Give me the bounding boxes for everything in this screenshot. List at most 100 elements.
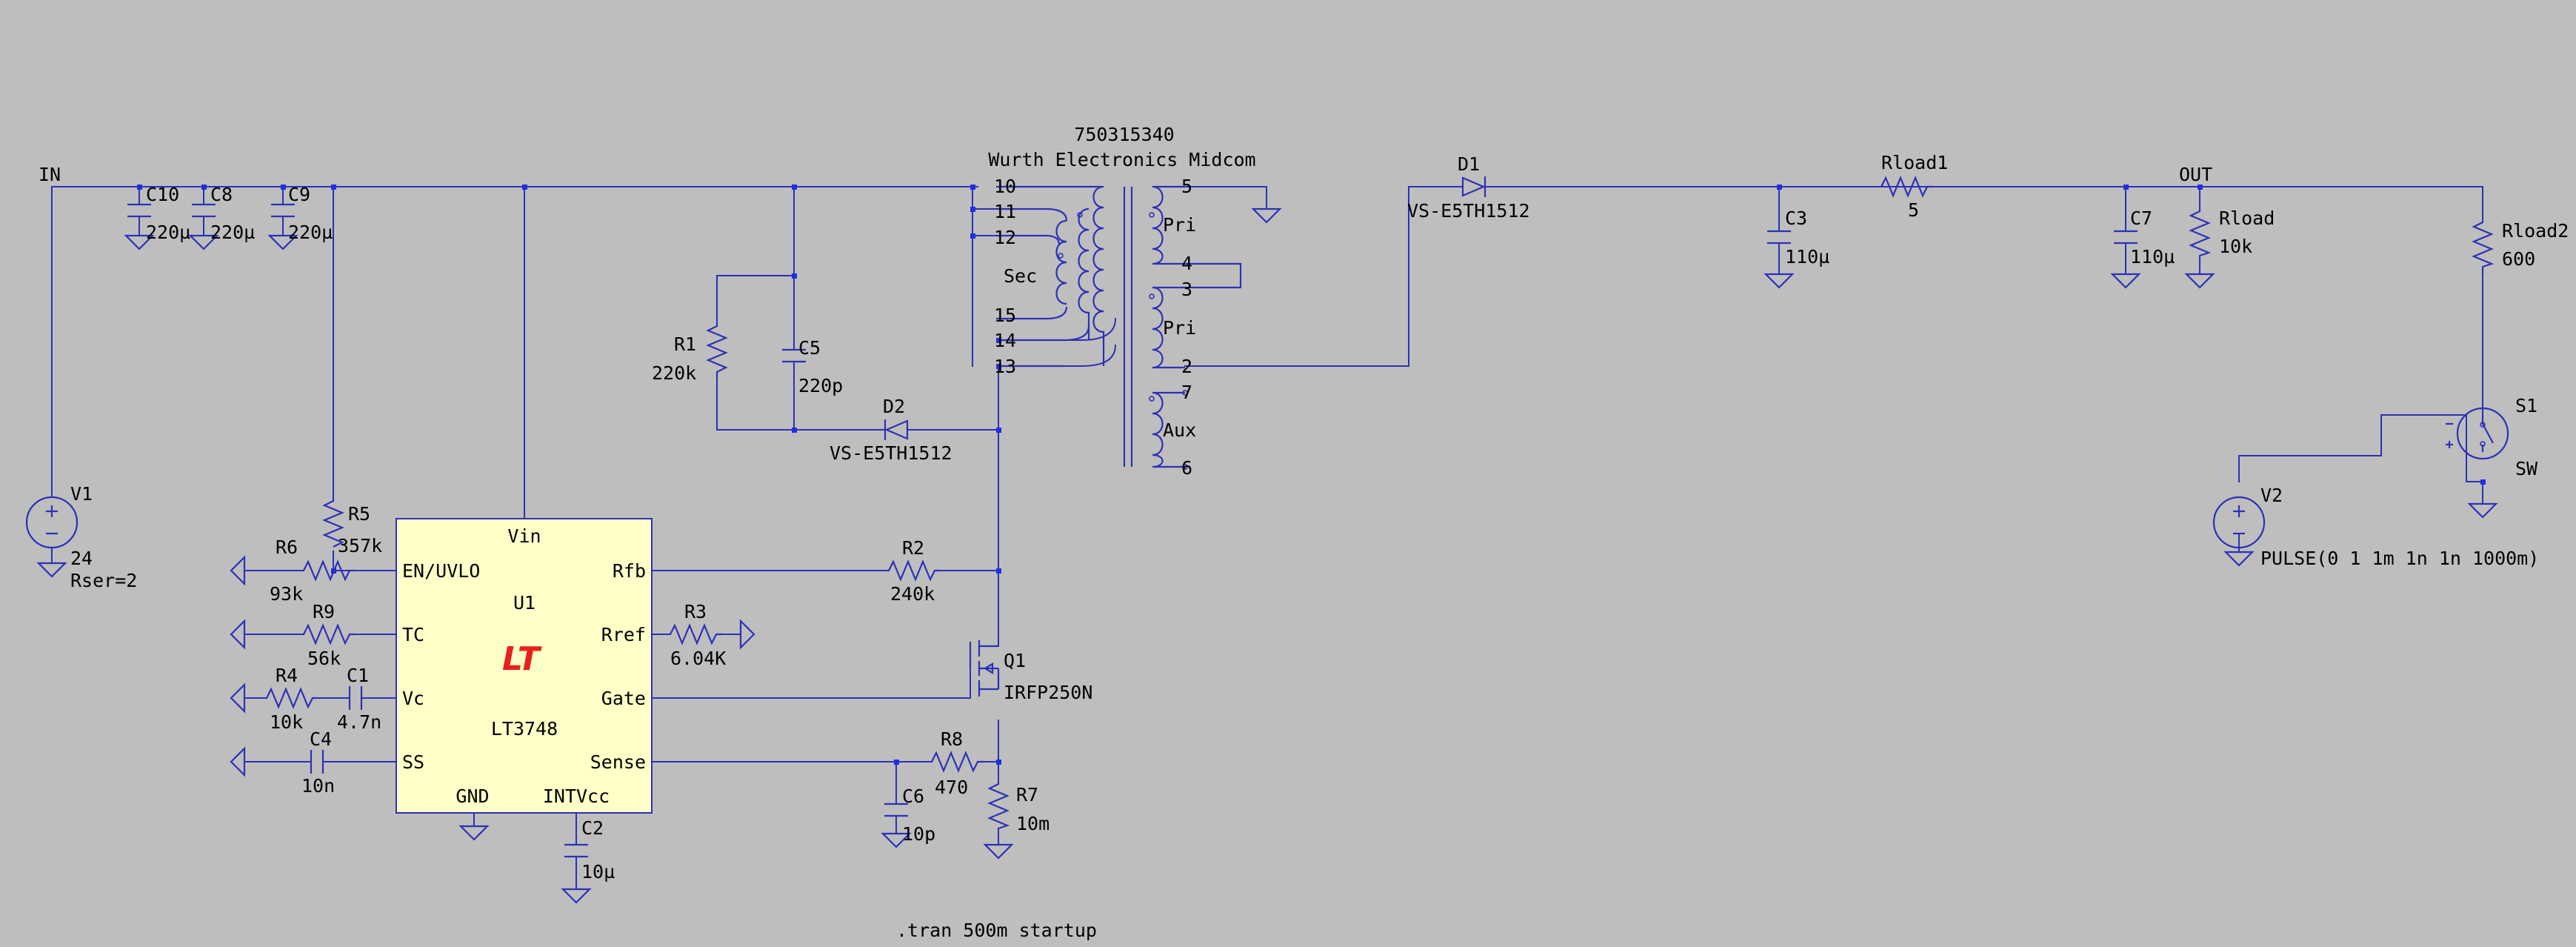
r4-value: 10k bbox=[270, 711, 303, 733]
c6-ref: C6 bbox=[902, 785, 924, 807]
c5-ref: C5 bbox=[798, 337, 821, 359]
capacitor-c3 bbox=[1767, 230, 1791, 245]
tx-pin-12: 12 bbox=[994, 227, 1016, 248]
tx-pin-13: 13 bbox=[994, 356, 1016, 377]
pin-gnd: GND bbox=[456, 785, 489, 807]
d1-value: VS-E5TH1512 bbox=[1407, 200, 1530, 222]
capacitor-c8 bbox=[192, 203, 216, 218]
c5-value: 220p bbox=[798, 375, 843, 396]
rload2-value: 600 bbox=[2502, 248, 2535, 270]
resistor-r1 bbox=[706, 325, 728, 379]
ground-icon bbox=[230, 682, 246, 714]
capacitor-c2 bbox=[564, 843, 588, 858]
s1-value: SW bbox=[2515, 458, 2538, 479]
resistor-symbols bbox=[266, 176, 2495, 830]
c9-ref: C9 bbox=[288, 184, 310, 205]
diode-symbols bbox=[884, 176, 1486, 440]
rload1-value: 5 bbox=[1908, 199, 1919, 221]
resistor-r3 bbox=[670, 623, 722, 645]
tx-pin-15: 15 bbox=[994, 305, 1016, 326]
ic-part-label: LT3748 bbox=[491, 718, 558, 740]
winding-pri-1: Pri bbox=[1163, 214, 1196, 236]
c10-ref: C10 bbox=[146, 184, 179, 205]
c7-ref: C7 bbox=[2130, 207, 2152, 229]
ground-icon bbox=[230, 555, 246, 586]
labels: IN OUT .tran 500m startup 750315340 Wurt… bbox=[39, 124, 2569, 941]
c7-value: 110µ bbox=[2130, 246, 2175, 268]
transformer-part: 750315340 bbox=[1074, 124, 1174, 145]
voltage-source-v1-icon bbox=[25, 496, 79, 549]
r7-value: 10m bbox=[1016, 813, 1050, 834]
ground-icon bbox=[2110, 273, 2141, 289]
ground-icon bbox=[458, 825, 490, 841]
r4-ref: R4 bbox=[276, 665, 298, 686]
resistor-r9 bbox=[303, 623, 356, 645]
capacitor-c7 bbox=[2114, 230, 2138, 245]
resistor-rload bbox=[2189, 210, 2212, 257]
tran-directive: .tran 500m startup bbox=[896, 920, 1097, 941]
r1-ref: R1 bbox=[674, 333, 696, 355]
tx-pin-14: 14 bbox=[994, 330, 1016, 351]
rload2-ref: Rload2 bbox=[2502, 220, 2569, 242]
resistor-r6 bbox=[303, 559, 356, 582]
r2-value: 240k bbox=[890, 583, 935, 605]
d2-value: VS-E5TH1512 bbox=[830, 442, 952, 464]
winding-sec: Sec bbox=[1004, 265, 1037, 287]
mosfet-q1-icon bbox=[969, 640, 1000, 697]
source-symbols bbox=[25, 407, 2509, 549]
v1-value: 24 bbox=[70, 548, 93, 569]
c4-value: 10n bbox=[301, 775, 335, 797]
pin-sense: Sense bbox=[590, 751, 646, 773]
pin-ss: SS bbox=[402, 751, 424, 773]
ground-icon bbox=[36, 562, 67, 578]
r7-ref: R7 bbox=[1016, 784, 1038, 805]
d2-ref: D2 bbox=[883, 396, 905, 417]
diode-d2-icon bbox=[884, 419, 909, 440]
resistor-rload2 bbox=[2472, 222, 2495, 274]
pin-rref: Rref bbox=[601, 624, 646, 645]
switch-s1-icon bbox=[2446, 407, 2509, 460]
r9-value: 56k bbox=[307, 648, 341, 669]
rload-ref: Rload bbox=[2219, 207, 2275, 229]
ground-icon bbox=[561, 888, 592, 904]
c6-value: 10p bbox=[902, 823, 935, 845]
pin-en-uvlo: EN/UVLO bbox=[402, 560, 480, 582]
capacitor-symbols bbox=[127, 203, 2138, 858]
resistor-r7 bbox=[987, 783, 1010, 830]
net-label-in: IN bbox=[39, 164, 61, 185]
pin-vc: Vc bbox=[402, 688, 424, 709]
r9-ref: R9 bbox=[313, 601, 335, 622]
ground-icon bbox=[2467, 502, 2498, 519]
pin-vin: Vin bbox=[507, 525, 541, 547]
c3-ref: C3 bbox=[1785, 207, 1807, 229]
resistor-r8 bbox=[931, 751, 984, 773]
tx-pin-11: 11 bbox=[994, 201, 1016, 222]
capacitor-c10 bbox=[127, 203, 151, 218]
c1-ref: C1 bbox=[347, 665, 369, 686]
r3-value: 6.04K bbox=[670, 648, 726, 669]
tx-pin-5: 5 bbox=[1181, 176, 1192, 197]
resistor-r2 bbox=[888, 559, 941, 582]
diode-d1-icon bbox=[1461, 176, 1486, 197]
capacitor-c5 bbox=[782, 348, 806, 363]
tx-pin-3: 3 bbox=[1181, 279, 1192, 300]
r3-ref: R3 bbox=[684, 601, 707, 622]
ground-icon bbox=[739, 619, 755, 650]
v1-ref: V1 bbox=[70, 483, 93, 505]
ground-icon bbox=[267, 234, 298, 250]
pin-gate: Gate bbox=[601, 688, 646, 709]
ground-symbols bbox=[36, 207, 2498, 904]
q1-value: IRFP250N bbox=[1004, 682, 1092, 703]
capacitor-c9 bbox=[271, 203, 295, 218]
r8-ref: R8 bbox=[941, 728, 963, 750]
pin-tc: TC bbox=[402, 624, 424, 645]
ground-icon bbox=[2184, 273, 2215, 289]
voltage-source-v2-icon bbox=[2212, 496, 2266, 549]
c9-value: 220µ bbox=[288, 222, 333, 243]
winding-pri-2: Pri bbox=[1163, 317, 1196, 339]
tx-pin-10: 10 bbox=[994, 176, 1016, 197]
c2-ref: C2 bbox=[581, 817, 604, 839]
ground-icon bbox=[1251, 207, 1282, 224]
ground-icon bbox=[230, 619, 246, 650]
